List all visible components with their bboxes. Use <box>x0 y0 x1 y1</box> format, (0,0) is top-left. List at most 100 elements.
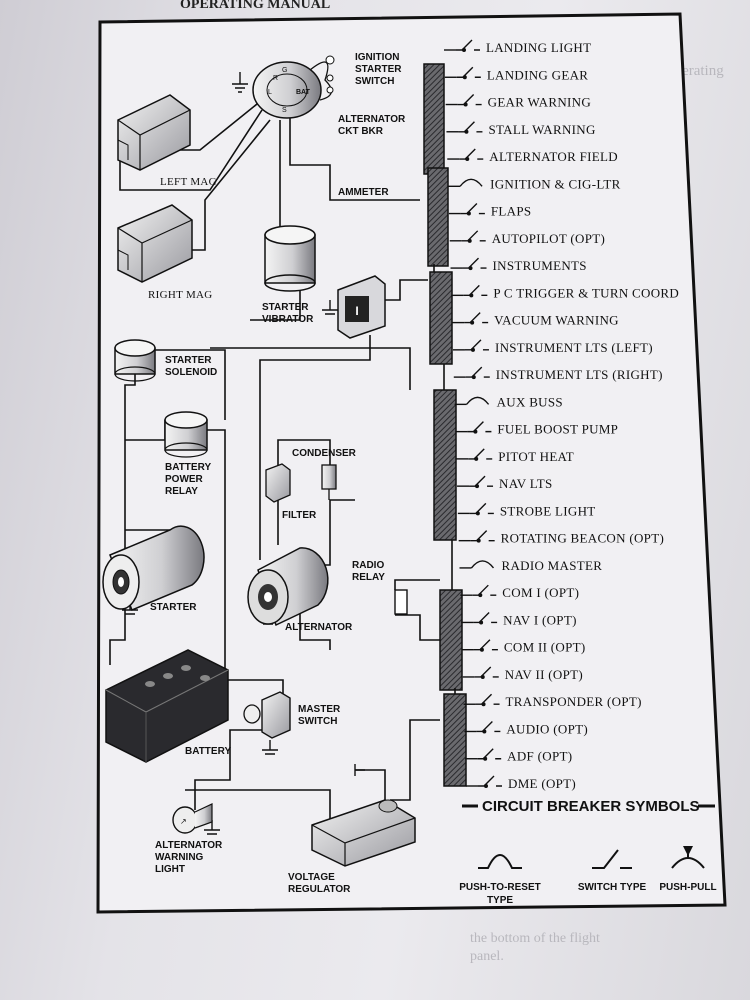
breaker-label: STALL WARNING <box>488 122 595 137</box>
filter <box>265 463 291 503</box>
battery-label: BATTERY <box>185 746 231 757</box>
breaker-label: LANDING LIGHT <box>486 40 591 55</box>
breaker-label: LANDING GEAR <box>487 67 588 82</box>
switch-type-symbol <box>476 720 501 733</box>
voltage-regulator-label-1: VOLTAGE <box>288 872 335 883</box>
alt-ckt-bkr-label-1: ALTERNATOR <box>338 114 406 125</box>
breaker-row: P C TRIGGER & TURN COORD <box>451 284 679 300</box>
breaker-label: RADIO MASTER <box>501 558 602 573</box>
alternator <box>247 547 329 627</box>
breaker-row: ROTATING BEACON (OPT) <box>458 530 664 546</box>
breaker-row: FLAPS <box>448 203 532 219</box>
breaker-label: NAV LTS <box>499 476 553 491</box>
legend-label: TYPE <box>487 895 513 906</box>
breaker-row: IGNITION & CIG-LTR <box>448 176 620 191</box>
master-switch <box>243 691 291 739</box>
right-mag <box>117 204 193 283</box>
breaker-label: AUDIO (OPT) <box>506 721 588 736</box>
breaker-label: AUX BUSS <box>497 394 563 409</box>
breaker-label: ADF (OPT) <box>507 749 572 764</box>
switch-type-symbol <box>456 66 481 78</box>
right-mag-label: RIGHT MAG <box>148 289 213 301</box>
legend-label: PUSH-TO-RESET <box>459 882 541 893</box>
voltage-regulator-label-2: REGULATOR <box>288 884 351 895</box>
ignition-label-3: SWITCH <box>355 76 394 87</box>
breaker-label: ALTERNATOR FIELD <box>489 149 618 164</box>
switch-type-symbol <box>464 339 489 351</box>
battery-relay-label-1: BATTERY <box>165 462 211 473</box>
ammeter-label: AMMETER <box>338 187 389 198</box>
starter-vibrator-label-2: VIBRATOR <box>262 314 314 325</box>
breaker-label: P C TRIGGER & TURN COORD <box>493 285 679 300</box>
radio-relay-label-2: RELAY <box>352 572 385 583</box>
breaker-row: COM I (OPT) <box>460 584 579 600</box>
breaker-row: AUX BUSS <box>454 394 563 409</box>
voltage-regulator <box>311 799 416 867</box>
svg-text:↗: ↗ <box>180 817 187 826</box>
battery <box>105 649 229 763</box>
bleed-through-text-bottom: the bottom of the flight panel. <box>470 931 600 964</box>
breaker-row: VACUUM WARNING <box>452 312 619 328</box>
switch-type-symbol <box>475 693 500 705</box>
switch-type-symbol <box>473 611 498 624</box>
breaker-row: RADIO MASTER <box>459 558 602 573</box>
bus-bars <box>423 63 467 787</box>
breaker-label: NAV II (OPT) <box>505 667 583 682</box>
master-switch-label-2: SWITCH <box>298 716 337 727</box>
master-switch-label-1: MASTER <box>298 704 341 715</box>
alt-warning-label-2: WARNING <box>155 852 204 863</box>
breaker-label: PITOT HEAT <box>498 449 574 464</box>
starter-label: STARTER <box>150 602 197 613</box>
switch-type-symbol <box>469 475 494 487</box>
starter-vibrator-label-1: STARTER <box>262 302 309 313</box>
breaker-label: COM II (OPT) <box>504 640 586 655</box>
svg-text:G: G <box>282 67 287 74</box>
starter-solenoid <box>114 339 156 382</box>
breaker-row: PITOT HEAT <box>456 448 574 464</box>
pushpull-symbol-icon <box>671 850 705 869</box>
switch-type-symbol <box>477 748 502 760</box>
breaker-row: STALL WARNING <box>446 121 595 137</box>
breaker-row: ALTERNATOR FIELD <box>447 148 618 164</box>
starter-vibrator <box>264 225 316 292</box>
legend-label: PUSH-PULL <box>659 882 716 893</box>
reset-symbol-icon <box>478 854 522 869</box>
breaker-label: TRANSPONDER (OPT) <box>506 694 642 709</box>
bus-bar-3 <box>429 271 453 365</box>
breaker-label: COM I (OPT) <box>502 585 579 600</box>
bus-bar-1 <box>423 63 445 175</box>
breaker-row: INSTRUMENT LTS (LEFT) <box>452 339 653 355</box>
switch-type-symbol <box>459 148 484 160</box>
bus-bar-6 <box>443 693 467 787</box>
legend-item: SWITCH TYPE <box>578 849 646 893</box>
breaker-label: FLAPS <box>491 204 532 219</box>
breaker-row: ADF (OPT) <box>465 748 572 764</box>
breaker-row: STROBE LIGHT <box>457 502 595 518</box>
breaker-row: DME (OPT) <box>466 775 576 791</box>
breaker-row: COM II (OPT) <box>461 639 586 655</box>
switch-type-symbol <box>462 257 487 269</box>
switch-type-symbol <box>465 366 490 378</box>
breaker-label: AUTOPILOT (OPT) <box>492 231 605 246</box>
bus-bar-5 <box>439 589 463 691</box>
switch-type-symbol <box>461 230 486 242</box>
breaker-row: NAV I (OPT) <box>461 611 577 627</box>
switch-symbol-icon <box>592 849 632 869</box>
breaker-label: NAV I (OPT) <box>503 612 577 627</box>
alt-warning-label-1: ALTERNATOR <box>155 840 223 851</box>
alternator-warning-light: ↗ <box>172 803 213 834</box>
condenser-label: CONDENSER <box>292 448 357 459</box>
switch-type-symbol <box>463 284 488 297</box>
condenser <box>321 464 337 500</box>
switch-type-symbol <box>468 448 493 460</box>
switch-type-symbol <box>478 775 502 787</box>
svg-text:BAT: BAT <box>296 89 311 96</box>
starter-solenoid-label-1: STARTER <box>165 355 212 366</box>
breaker-label: FUEL BOOST PUMP <box>497 422 618 437</box>
alt-ckt-bkr-label-2: CKT BKR <box>338 126 384 137</box>
alternator-label: ALTERNATOR <box>285 622 353 633</box>
radio-relay-label-1: RADIO <box>352 560 384 571</box>
breaker-row: LANDING GEAR <box>444 66 588 82</box>
svg-text:R: R <box>273 75 278 82</box>
circuit-breaker-legend: CIRCUIT BREAKER SYMBOLS PUSH-TO-RESETTYP… <box>459 798 716 906</box>
